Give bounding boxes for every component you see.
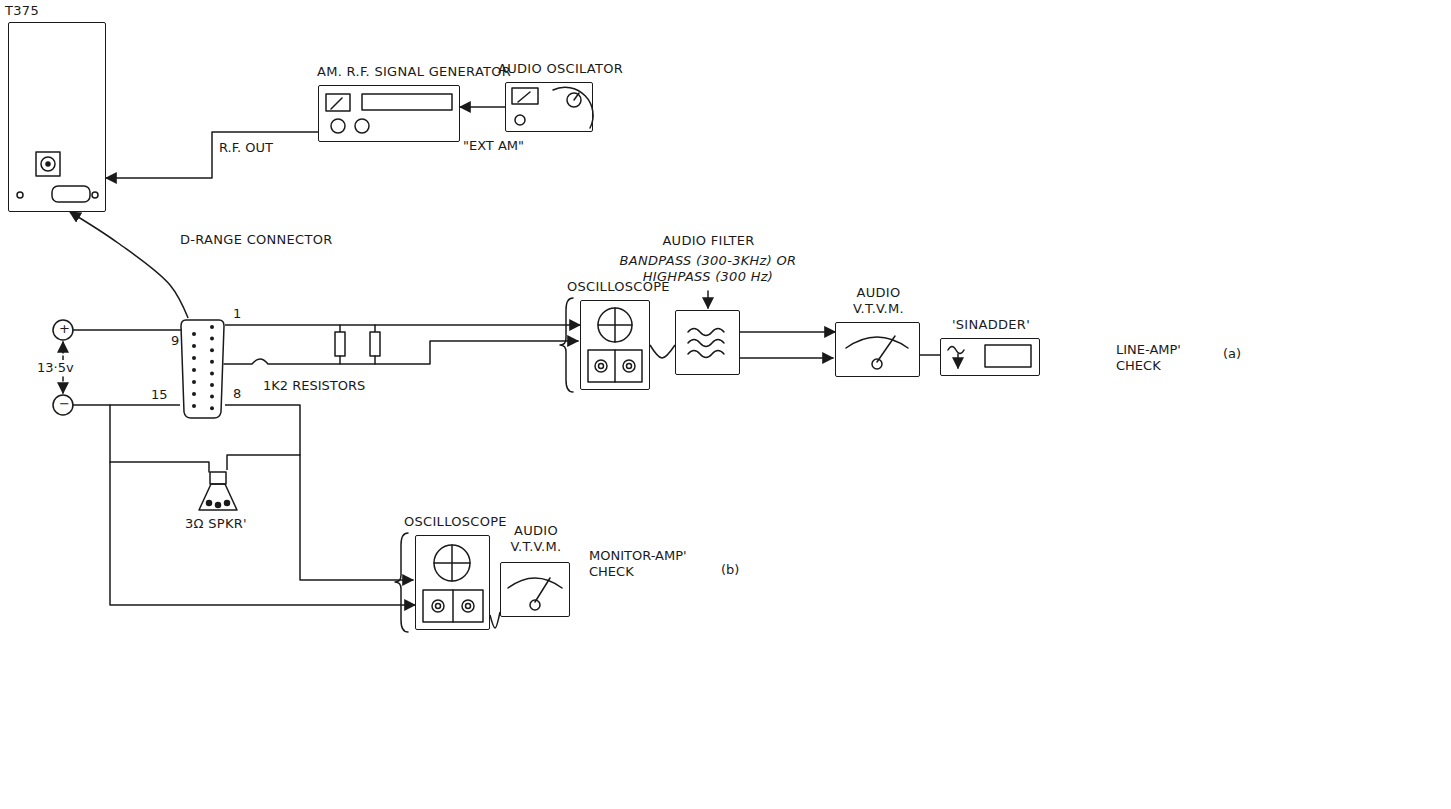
instrument-label: D-RANGE CONNECTOR (180, 232, 333, 248)
instrument-label: T375 (5, 3, 39, 19)
meter-panel (508, 578, 562, 610)
audio-vtvm: AUDIO V.T.V.M. (500, 562, 570, 617)
terminal-sign: + (58, 321, 70, 337)
audio-vtvm: AUDIO V.T.V.M. (835, 322, 920, 377)
sinadder: 'SINADDER' (940, 338, 1040, 376)
signal-generator: AM. R.F. SIGNAL GENERATOR (318, 85, 460, 142)
signal-connector (490, 612, 500, 628)
resistor-symbol (335, 325, 380, 364)
sinadder-panel (948, 345, 1031, 368)
connector-pin (210, 360, 214, 364)
pin-number: 15 (150, 387, 169, 403)
check-title: MONITOR-AMP' CHECK (588, 548, 705, 580)
oscilloscope-panel (395, 533, 483, 632)
signal-connector (70, 212, 188, 318)
component-label: 1K2 RESISTORS (262, 378, 366, 394)
pin-number: 8 (232, 386, 242, 402)
meter-panel (846, 336, 908, 369)
connector-pin (210, 371, 214, 375)
instrument-label: OSCILLOSCOPE (404, 514, 507, 530)
connector-pin (192, 380, 196, 384)
check-title: LINE-AMP' CHECK (1115, 342, 1209, 374)
instrument-label: AUDIO FILTER (651, 233, 766, 249)
oscilloscope: OSCILLOSCOPE (580, 300, 650, 390)
signal-connector (650, 345, 675, 358)
connector-pin (210, 383, 214, 387)
d-range-connector (181, 320, 224, 418)
signal-connector (460, 106, 505, 108)
d-range-connector: D-RANGE CONNECTOR (180, 318, 225, 420)
check-tag: (a) (1222, 346, 1242, 362)
instrument-label: AM. R.F. SIGNAL GENERATOR (317, 64, 511, 80)
signal-connector (225, 324, 580, 326)
connector-pin (192, 356, 196, 360)
signal-connector (106, 132, 318, 178)
signal-connector (225, 405, 300, 470)
connector-pin (210, 395, 214, 399)
connector-pin (210, 406, 214, 410)
connector-pin (192, 404, 196, 408)
instrument-label: 3Ω SPKR' (185, 516, 247, 532)
speaker: 3Ω SPKR' (195, 470, 241, 512)
supply-voltage: 13·5v (36, 360, 75, 376)
connector-pin (192, 332, 196, 336)
generator-panel (326, 94, 452, 133)
terminal-sign: − (58, 396, 70, 412)
pin-number: 1 (232, 306, 242, 322)
oscilloscope: OSCILLOSCOPE (415, 535, 490, 630)
connector-label: R.F. OUT (218, 140, 274, 156)
connector-pin (192, 368, 196, 372)
speaker-symbol (199, 472, 237, 510)
wiring (73, 291, 833, 580)
connector-pin (210, 337, 214, 341)
instrument-label: AUDIO V.T.V.M. (497, 523, 575, 555)
instrument-label: AUDIO OSCILATOR (498, 61, 623, 77)
connector-label: "EXT AM" (462, 138, 525, 154)
filter-symbol (688, 329, 724, 358)
signal-connector (740, 331, 835, 333)
instrument-label: AUDIO V.T.V.M. (836, 285, 921, 317)
pin-number: 9 (170, 333, 180, 349)
oscillator-panel (512, 87, 593, 128)
audio-oscillator: AUDIO OSCILATOR (505, 82, 593, 132)
signal-connector (920, 354, 940, 356)
connector-pin (210, 325, 214, 329)
unit-box: T375 (8, 22, 106, 212)
connector-pin (192, 392, 196, 396)
unit-panel (17, 152, 98, 202)
signal-connector (110, 405, 415, 605)
connector-pin (192, 344, 196, 348)
connector-pin (210, 348, 214, 352)
instrument-label: 'SINADDER' (941, 317, 1041, 333)
check-tag: (b) (720, 562, 740, 578)
filter-spec: BANDPASS (300-3KHz) OR HIGHPASS (300 Hz) (618, 253, 798, 285)
oscilloscope-panel (560, 298, 642, 392)
audio-filter: AUDIO FILTERBANDPASS (300-3KHz) OR HIGHP… (675, 310, 740, 375)
